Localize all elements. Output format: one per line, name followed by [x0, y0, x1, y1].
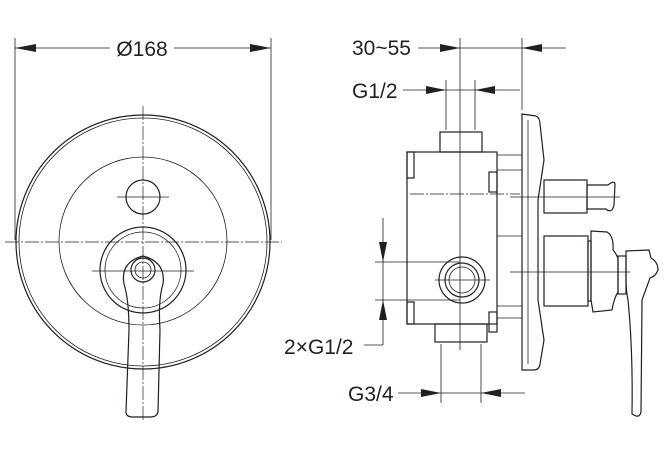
body-lug — [488, 311, 498, 333]
arrow-right-icon — [440, 44, 460, 52]
handle-sleeve — [543, 235, 589, 307]
arrow-left-icon — [475, 86, 495, 94]
arrow-right-icon — [421, 389, 441, 397]
arrow-left-icon — [522, 44, 542, 52]
diverter-cap — [586, 181, 616, 212]
body-lug — [406, 151, 415, 179]
side-view: 30~55 G1/2 — [284, 37, 659, 417]
arrow-left-icon — [15, 44, 36, 52]
diverter-stem — [543, 179, 588, 214]
front-view: Ø168 — [5, 38, 282, 422]
body-lug — [488, 171, 498, 193]
inlet-top-label: G1/2 — [352, 80, 398, 103]
bottom-outlet-nipple — [434, 323, 488, 343]
handle-neck — [617, 255, 627, 295]
body-lug — [406, 301, 415, 325]
arrow-right-icon — [426, 86, 446, 94]
arrow-right-icon — [250, 44, 271, 52]
top-inlet-nipple — [439, 131, 483, 153]
diameter-label: Ø168 — [116, 38, 167, 61]
depth-label: 30~55 — [352, 37, 411, 60]
lever-handle-side — [625, 249, 659, 417]
arrow-left-icon — [481, 389, 501, 397]
outlet-label: G3/4 — [348, 383, 394, 406]
arrow-down-icon — [379, 242, 387, 262]
arrow-up-icon — [379, 300, 387, 320]
side-inlets-label: 2×G1/2 — [284, 336, 353, 359]
cover-plate-profile — [521, 113, 545, 371]
lever-handle — [122, 255, 164, 418]
handle-flange — [590, 230, 619, 313]
valve-body — [406, 151, 498, 325]
